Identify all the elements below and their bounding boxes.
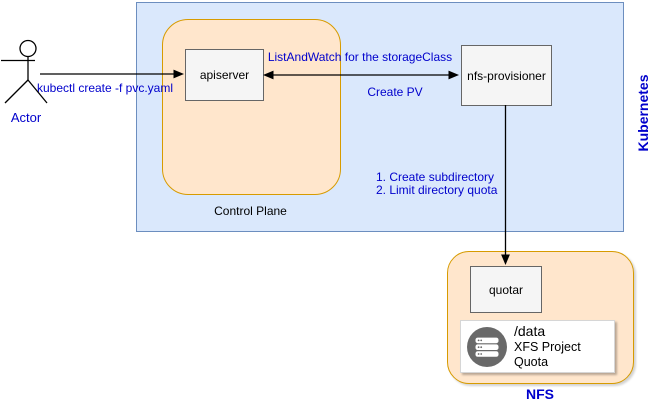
quotar-node: quotar — [470, 266, 542, 313]
control-plane-container — [162, 19, 341, 195]
create-pv-edge-label: Create PV — [367, 85, 423, 99]
provision-step-2: 2. Limit directory quota — [376, 183, 498, 197]
kubectl-edge-label: kubectl create -f pvc.yaml — [36, 81, 174, 95]
apiserver-node: apiserver — [185, 49, 264, 101]
provision-steps-label: 1. Create subdirectory 2. Limit director… — [376, 171, 516, 197]
storage-card: /data XFS Project Quota — [460, 320, 615, 373]
provision-step-1: 1. Create subdirectory — [376, 170, 495, 184]
storage-path-label: /data — [514, 323, 546, 339]
storage-quota-label: XFS Project Quota — [514, 340, 581, 369]
storage-server-icon — [467, 326, 507, 367]
control-plane-label: Control Plane — [214, 204, 287, 218]
kubernetes-label: Kubernetes — [635, 74, 651, 152]
listandwatch-edge-label: ListAndWatch for the storageClass — [267, 50, 453, 64]
nfs-label: NFS — [526, 386, 554, 402]
nfs-provisioner-node: nfs-provisioner — [461, 45, 552, 106]
actor-label: Actor — [10, 110, 42, 125]
